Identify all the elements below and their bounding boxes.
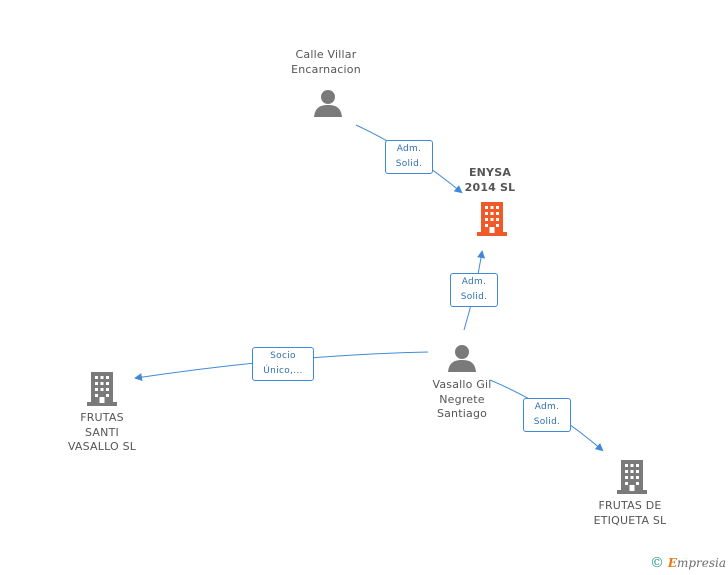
building-icon[interactable] xyxy=(617,460,647,494)
edge-badge-vasallo-to-enysa[interactable]: Adm. Solid. xyxy=(450,273,498,307)
edge-badge-vasallo-to-santi[interactable]: Socio Único,... xyxy=(252,347,314,381)
building-icon-main[interactable] xyxy=(477,202,507,236)
building-icon[interactable] xyxy=(87,372,117,406)
copyright-icon: © xyxy=(650,555,664,571)
node-label-enysa[interactable]: ENYSA 2014 SL xyxy=(464,166,516,194)
node-label-frutas-etiqueta[interactable]: FRUTAS DE ETIQUETA SL xyxy=(593,499,667,527)
copyright-brand: © Empresia xyxy=(650,555,726,571)
node-label-vasallo-gil[interactable]: Vasallo Gil Negrete Santiago xyxy=(432,378,492,420)
brand-logo-text: mpresia xyxy=(676,556,727,570)
node-label-calle-villar[interactable]: Calle Villar Encarnacion xyxy=(291,48,361,76)
node-label-frutas-santi[interactable]: FRUTAS SANTI VASALLO SL xyxy=(67,411,137,453)
edge-badge-vasallo-to-etiqueta[interactable]: Adm. Solid. xyxy=(523,398,571,432)
edge-badge-calle-to-enysa[interactable]: Adm. Solid. xyxy=(385,140,433,174)
brand-logo-initial: E xyxy=(667,556,677,570)
person-icon[interactable] xyxy=(447,343,477,373)
person-icon[interactable] xyxy=(313,88,343,118)
